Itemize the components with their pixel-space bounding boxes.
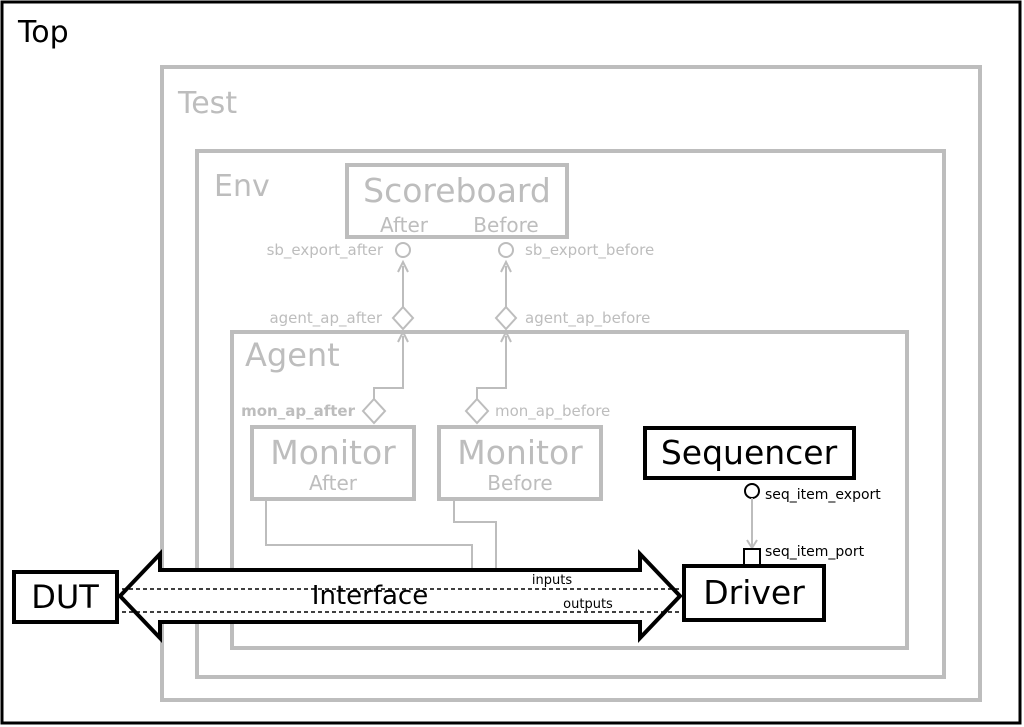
- inputs-label: inputs: [532, 573, 572, 588]
- agent-ap-after-label: agent_ap_after: [269, 309, 382, 328]
- monitor-before-title: Monitor: [457, 433, 583, 472]
- dut-title: DUT: [31, 578, 99, 616]
- sb-export-before-port: [498, 242, 514, 258]
- mon-ap-after-port: [361, 397, 387, 425]
- monitor-after-sub: After: [309, 471, 358, 495]
- seq-item-port: [743, 548, 761, 566]
- test-container: [160, 65, 982, 702]
- env-container: [195, 149, 946, 679]
- interface-bus-arrow: [117, 549, 683, 643]
- mon-ap-after-label: mon_ap_after: [241, 402, 355, 420]
- agent-ap-after-port: [391, 305, 415, 331]
- monitor-before-sub: Before: [487, 471, 552, 495]
- driver-block: Driver: [682, 564, 826, 622]
- agent-ap-before-label: agent_ap_before: [525, 309, 650, 328]
- outputs-label: outputs: [563, 597, 613, 612]
- agent-container: [230, 330, 909, 650]
- mon-ap-before-label: mon_ap_before: [495, 402, 610, 421]
- monitor-after-title: Monitor: [270, 433, 396, 472]
- scoreboard-block: Scoreboard After Before: [345, 163, 569, 239]
- seq-item-export-label: seq_item_export: [765, 487, 881, 503]
- sequencer-title: Sequencer: [661, 433, 838, 472]
- monitor-after-block: Monitor After: [250, 425, 416, 501]
- dut-block: DUT: [12, 570, 119, 624]
- seq-item-export-port: [744, 483, 760, 499]
- agent-to-scoreboard-connections: [397, 259, 512, 308]
- mon-ap-before-port: [464, 397, 490, 425]
- scoreboard-title: Scoreboard: [363, 171, 551, 210]
- seq-item-port-label: seq_item_port: [765, 544, 865, 560]
- sequencer-block: Sequencer: [643, 426, 856, 480]
- agent-ap-before-port: [494, 305, 518, 331]
- sb-export-before-label: sb_export_before: [525, 241, 654, 260]
- top-label: Top: [17, 15, 69, 50]
- scoreboard-after-label: After: [380, 213, 429, 237]
- agent-label: Agent: [245, 336, 340, 374]
- sb-export-after-label: sb_export_after: [267, 241, 384, 260]
- env-label: Env: [214, 169, 270, 204]
- driver-title: Driver: [703, 573, 805, 612]
- test-label: Test: [177, 86, 237, 121]
- monitor-to-agent-ap-connections: [373, 329, 512, 400]
- sb-export-after-port: [395, 242, 411, 258]
- monitor-before-block: Monitor Before: [437, 425, 603, 501]
- interface-label: Interface: [312, 581, 428, 611]
- driver-to-sequencer-connection: [746, 498, 758, 550]
- scoreboard-before-label: Before: [473, 213, 538, 237]
